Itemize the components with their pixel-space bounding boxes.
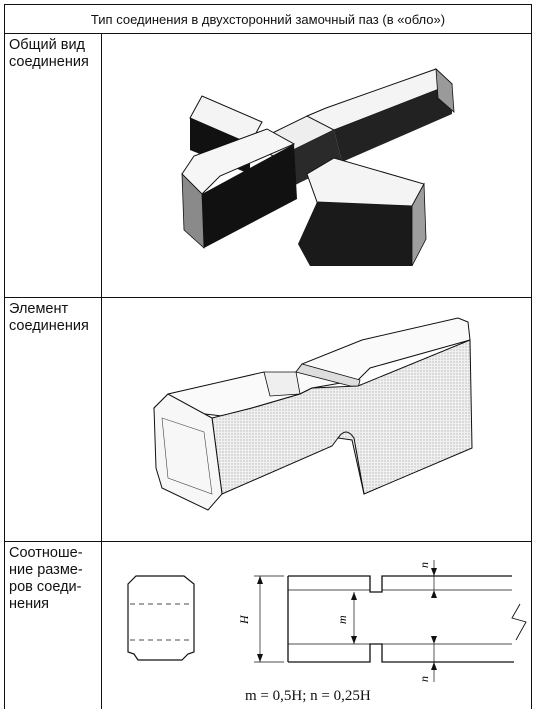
table-header: Тип соединения в двухсторонний замочный … [4, 4, 532, 34]
cross-joint-drawing [181, 68, 455, 267]
dim-n-top-label: n [417, 562, 431, 568]
dimension-diagram: H m n n m = 0,5H; n = 0,25H [101, 542, 532, 709]
section-drawing: H m n n [127, 560, 527, 682]
row-label-dimensions: Соотноше-ние разме-ров соеди-нения [4, 542, 101, 709]
row-label-element: Элемент соединения [4, 298, 101, 542]
dim-m-label: m [335, 615, 349, 624]
general-view-illustration [101, 34, 532, 298]
row-label-general-view: Общий вид соединения [4, 34, 101, 298]
element-illustration [101, 298, 532, 542]
row-label-text: Соотноше-ние разме-ров соеди-нения [9, 545, 83, 612]
joint-table: Тип соединения в двухсторонний замочный … [4, 4, 532, 709]
ratio-formula: m = 0,5H; n = 0,25H [245, 688, 371, 704]
table-header-text: Тип соединения в двухсторонний замочный … [90, 11, 446, 27]
beam-element-drawing [152, 317, 473, 511]
row-label-text: Элемент соединения [9, 301, 89, 334]
row-label-text: Общий вид соединения [9, 37, 89, 70]
dim-n-bottom-label: n [417, 676, 431, 682]
dim-h-label: H [237, 614, 251, 625]
